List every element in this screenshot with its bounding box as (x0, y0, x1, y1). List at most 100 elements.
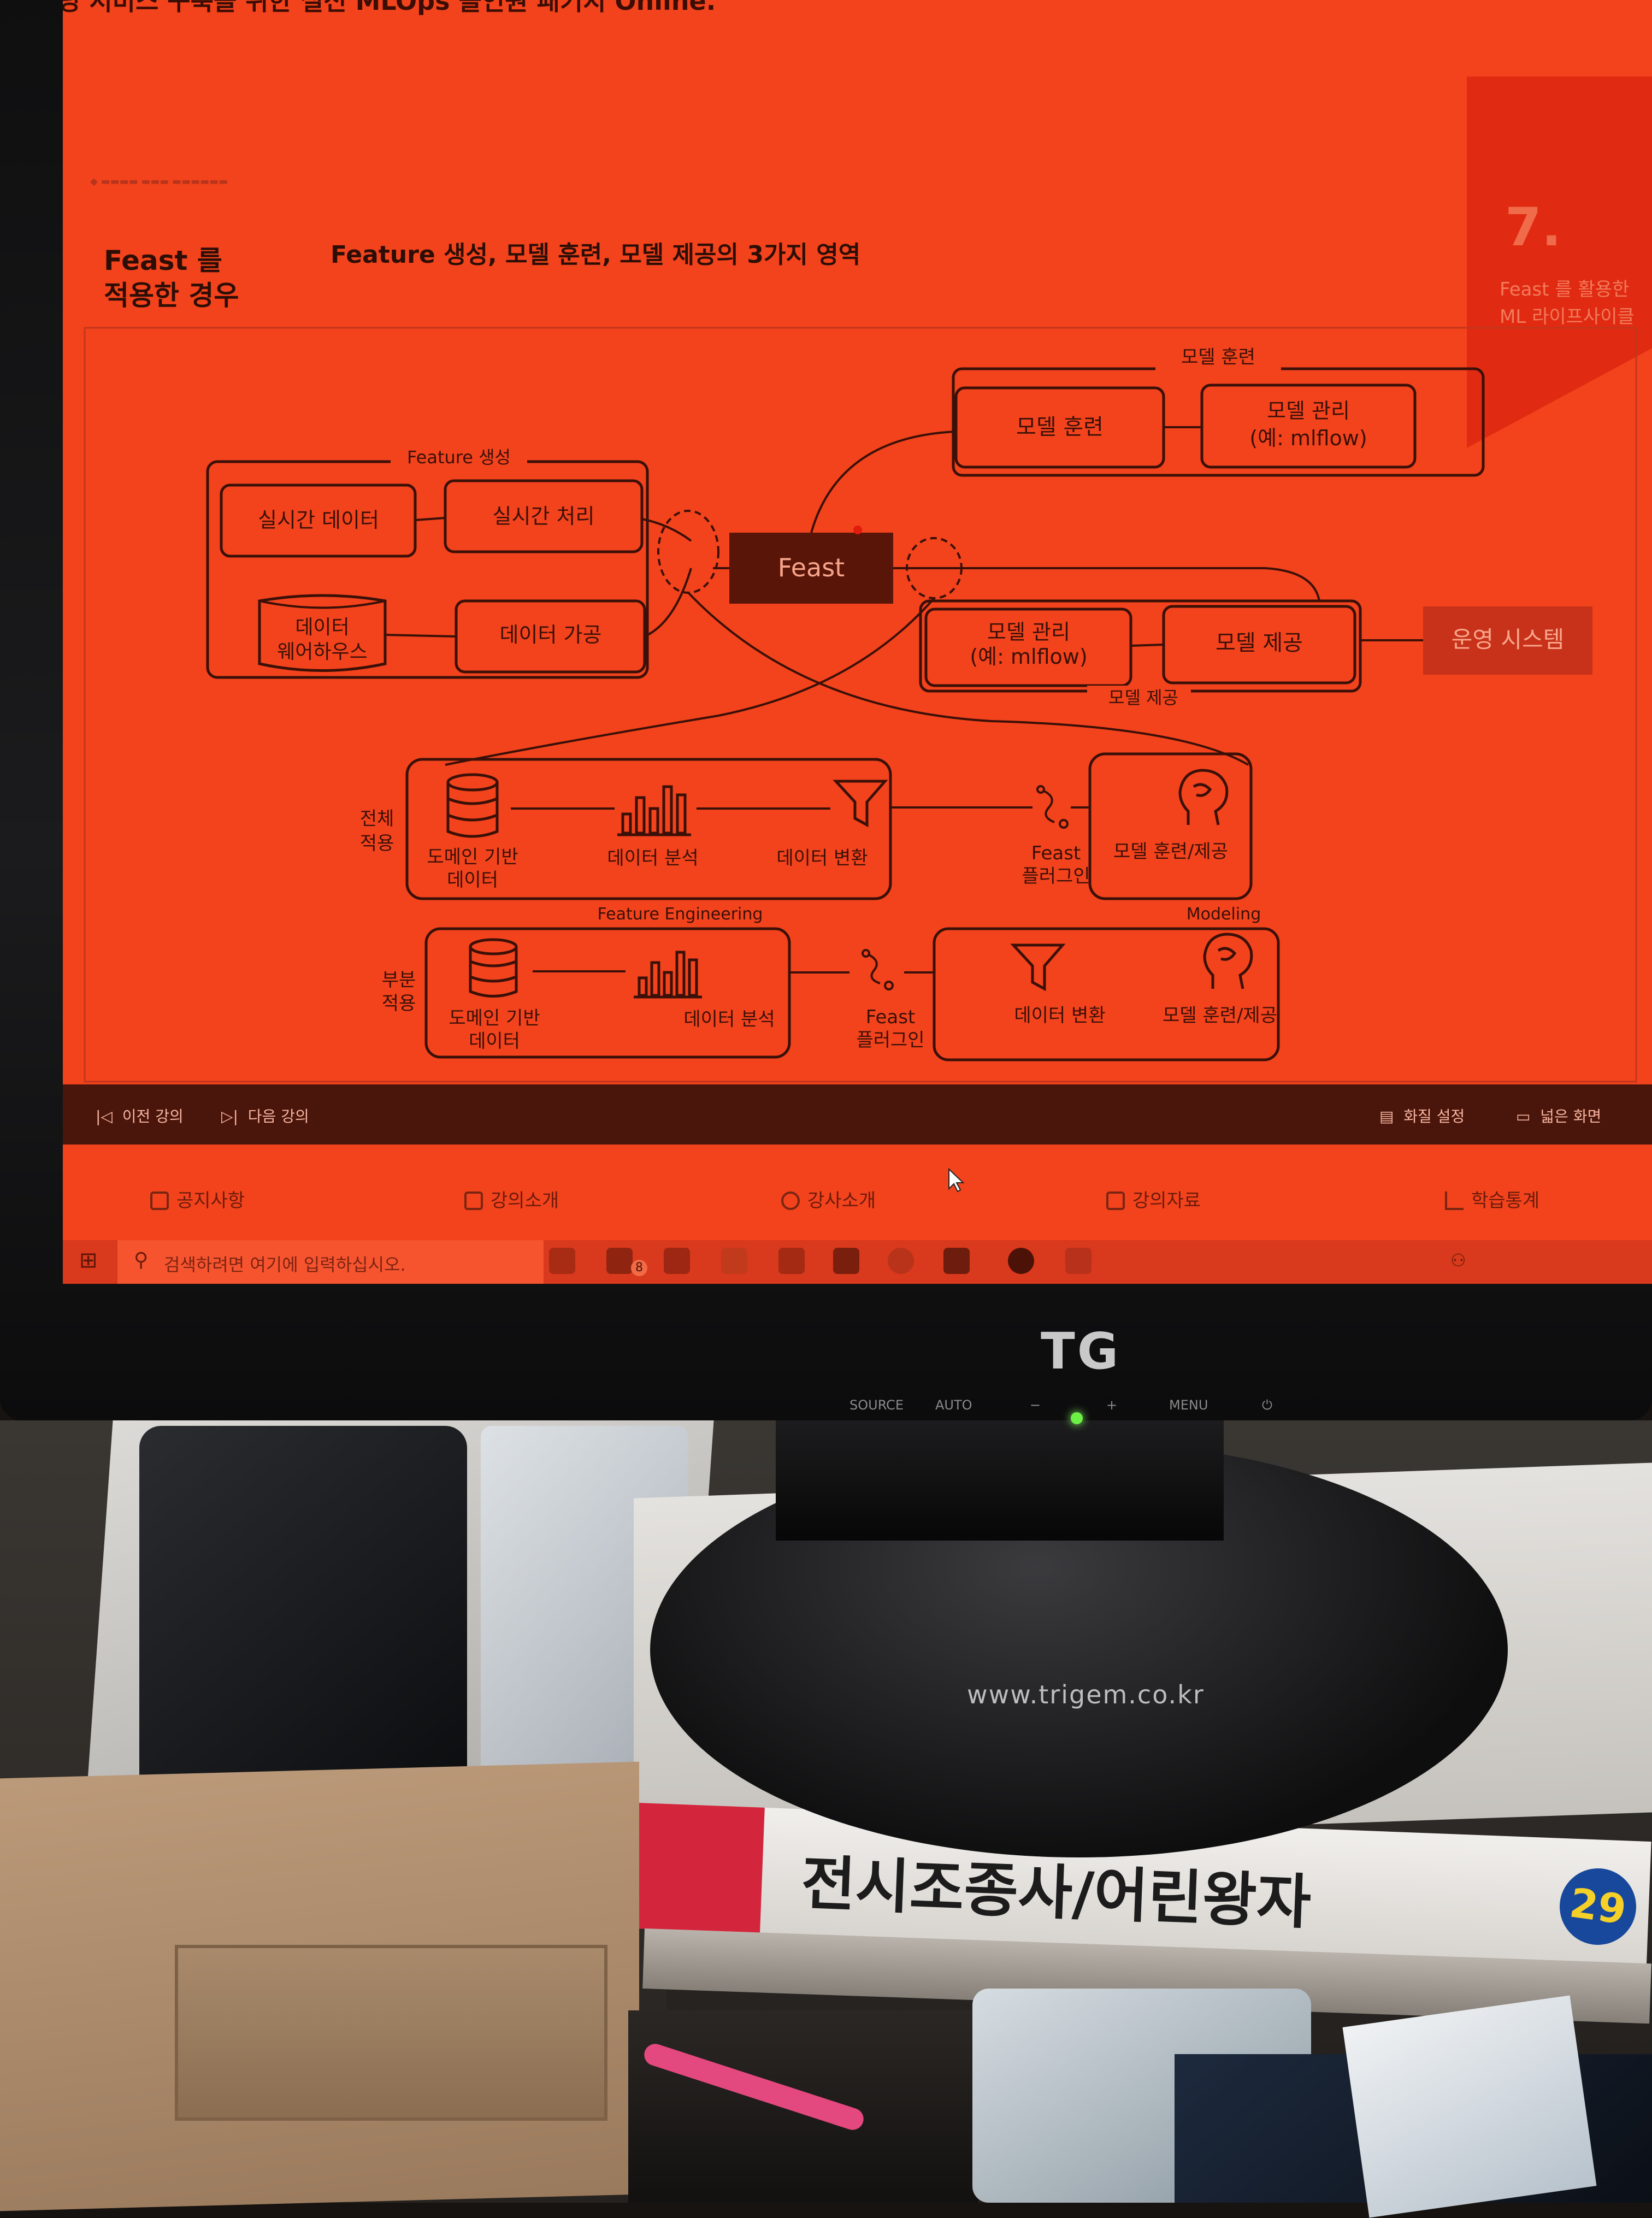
download-box-icon (1106, 1191, 1125, 1210)
connector (1130, 644, 1164, 647)
cardboard-flap (175, 1945, 607, 2121)
partial-feast-plugin-label-line: 플러그인 (856, 1029, 924, 1051)
mail-badge: 8 (631, 1260, 647, 1276)
next-lecture-button[interactable]: ▷| 다음 강의 (221, 1105, 309, 1126)
wide-screen-button[interactable]: ▭ 넓은 화면 (1516, 1105, 1601, 1126)
serve-group-label-bg (1087, 686, 1191, 710)
taskbar-app-icon[interactable] (1065, 1248, 1092, 1274)
partial-data-analysis-label: 데이터 분석 (683, 1008, 775, 1030)
taskbar-search-box[interactable] (117, 1240, 544, 1284)
prev-lecture-label: 이전 강의 (122, 1107, 184, 1125)
monitor-button-auto[interactable]: AUTO (935, 1397, 972, 1413)
full-apply-label-line: 전체 (360, 808, 394, 830)
taskbar-app-icon[interactable] (721, 1248, 747, 1274)
partial-domain-data-label-line: 도메인 기반 (449, 1007, 540, 1029)
full-modeling-box (1088, 752, 1253, 900)
filter-icon (1010, 943, 1066, 992)
partial-domain-data-label-line: 데이터 (469, 1030, 520, 1052)
power-icon[interactable]: ⏻ (1262, 1397, 1272, 1413)
mgmt-serve-box (924, 607, 1132, 687)
join-circle-left (657, 510, 719, 594)
warehouse-label-line: 데이터 (295, 616, 349, 639)
tab-materials[interactable]: 강의자료 (1106, 1185, 1201, 1212)
warehouse-cylinder (258, 594, 387, 672)
connector (385, 634, 457, 638)
monitor-button-minus[interactable]: − (1030, 1397, 1041, 1413)
monitor-button-plus[interactable]: + (1106, 1397, 1118, 1413)
plugin-flow-icon (1036, 785, 1069, 829)
data-proc-label: 데이터 가공 (500, 623, 602, 647)
smartphone (139, 1426, 467, 1808)
power-led (1071, 1412, 1083, 1424)
partial-apply-label-line: 적용 (382, 993, 416, 1014)
train-group-label-bg (1155, 344, 1281, 371)
taskbar-app-icon[interactable] (778, 1248, 805, 1274)
book-spine-red-band (634, 1803, 765, 1933)
ops-system-label: 운영 시스템 (1452, 626, 1565, 653)
tab-instructor-intro-label: 강사소개 (807, 1190, 876, 1212)
user-icon (781, 1191, 800, 1210)
tab-course-intro[interactable]: 강의소개 (464, 1185, 559, 1212)
feast-marker-dot (853, 526, 862, 534)
serve-box-label: 모델 제공 (1216, 630, 1303, 656)
mgmt-train-label-line: (예: mlflow) (1249, 426, 1367, 450)
taskbar-app-icon[interactable] (549, 1248, 575, 1274)
notice-icon (150, 1191, 169, 1210)
bar-chart-icon (617, 785, 691, 836)
full-data-transform-label: 데이터 변환 (776, 847, 868, 869)
full-train-serve-label: 모델 훈련/제공 (1113, 841, 1228, 863)
prev-lecture-button[interactable]: |◁ 이전 강의 (96, 1105, 184, 1126)
monitor-button-menu[interactable]: MENU (1169, 1397, 1208, 1413)
full-domain-data-label-line: 도메인 기반 (427, 846, 518, 868)
connector (641, 518, 692, 542)
brain-head-icon (1178, 769, 1229, 825)
quality-settings-label: 화질 설정 (1403, 1107, 1465, 1125)
feast-box (729, 533, 893, 604)
wide-screen-label: 넓은 화면 (1540, 1107, 1602, 1125)
mail-icon[interactable] (606, 1248, 633, 1274)
feast-architecture-diagram: Feature 생성 실시간 데이터 실시간 처리 데이터 웨어하우스 데이터 … (84, 327, 1637, 1083)
tab-learning-stats[interactable]: 학습통계 (1445, 1185, 1539, 1212)
full-feast-plugin-label-line: 플러그인 (1022, 865, 1090, 887)
stand-url-text: www.trigem.co.kr (967, 1680, 1205, 1709)
tab-notice[interactable]: 공지사항 (150, 1185, 245, 1212)
feature-engineering-label: Feature Engineering (598, 905, 763, 924)
next-lecture-label: 다음 강의 (247, 1107, 309, 1125)
mgmt-serve-label-line: (예: mlflow) (970, 645, 1087, 669)
windows-start-icon[interactable]: ⊞ (79, 1248, 98, 1273)
slide-subtitle: Feature 생성, 모델 훈련, 모델 제공의 3가지 영역 (331, 241, 861, 269)
connector (687, 592, 1249, 766)
slide-frame (84, 327, 1637, 1083)
database-icon (446, 773, 499, 838)
connector (893, 567, 1320, 601)
quality-settings-icon: ▤ (1379, 1107, 1394, 1125)
warehouse-label-line: 웨어하우스 (277, 641, 368, 663)
taskbar-app-icon[interactable] (833, 1248, 859, 1274)
realtime-proc-box (444, 479, 644, 553)
clipboard-icon (464, 1191, 483, 1210)
mgmt-train-label-line: 모델 관리 (1267, 399, 1350, 423)
monitor-button-source[interactable]: SOURCE (849, 1397, 904, 1413)
train-box-label: 모델 훈련 (1016, 415, 1104, 440)
quality-settings-button[interactable]: ▤ 화질 설정 (1379, 1105, 1465, 1126)
people-icon[interactable]: ⚇ (1450, 1250, 1466, 1271)
partial-feast-plugin-label-line: Feast (866, 1006, 916, 1028)
tab-materials-label: 강의자료 (1132, 1190, 1201, 1212)
train-group-label: 모델 훈련 (1181, 346, 1255, 368)
slide-watermark-logo: ◆ ▬▬▬▬ ▬▬▬ ▬▬▬▬▬▬ (90, 176, 228, 187)
database-icon (469, 938, 518, 998)
taskbar-app-icon[interactable] (943, 1248, 970, 1274)
tab-learning-stats-label: 학습통계 (1471, 1190, 1540, 1212)
tab-instructor-intro[interactable]: 강사소개 (781, 1185, 876, 1212)
partial-train-serve-label: 모델 훈련/제공 (1163, 1005, 1277, 1027)
kakaotalk-icon[interactable] (1008, 1248, 1034, 1274)
partial-feature-engineering-box (424, 927, 791, 1059)
warehouse-cylinder-top (259, 600, 386, 609)
slide-heading-line: Feast 를 (104, 245, 222, 276)
ops-system-box (1423, 606, 1592, 675)
slide-heading-line: 적용한 경우 (104, 280, 239, 311)
chrome-icon[interactable] (888, 1248, 914, 1274)
bar-chart-icon (634, 951, 702, 999)
tab-course-intro-label: 강의소개 (491, 1190, 559, 1212)
taskbar-app-icon[interactable] (664, 1248, 690, 1274)
